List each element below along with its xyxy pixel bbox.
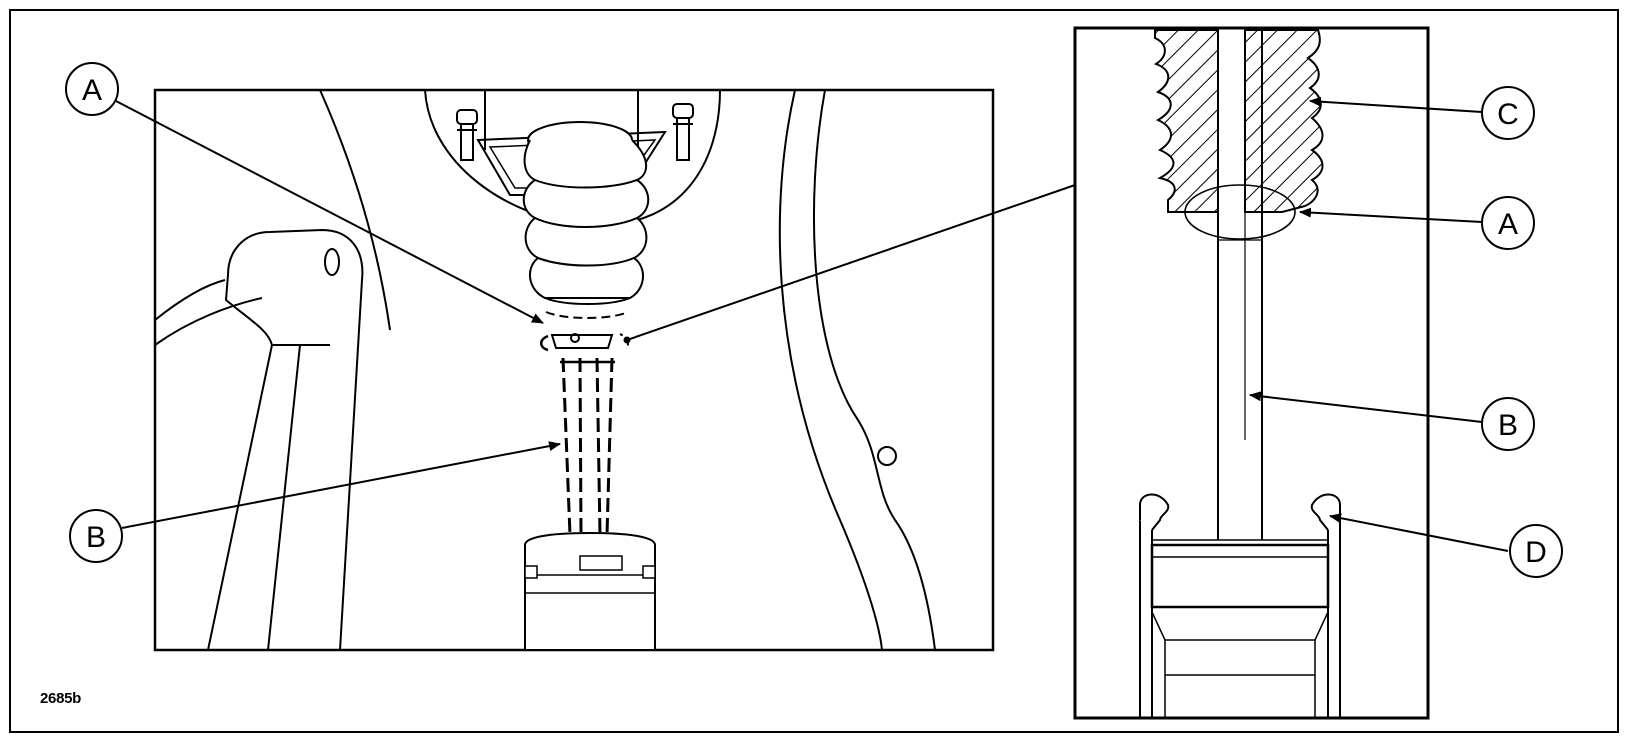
- outer-frame: [9, 9, 1619, 733]
- leader-left-b: [121, 441, 561, 529]
- detail-piston-rod: [1217, 30, 1263, 540]
- figure-id: 2685b: [40, 690, 82, 707]
- leader-detail-link: [626, 184, 1076, 341]
- callout-detail-c-label: C: [1497, 98, 1519, 131]
- cylinder-lip-left: [1139, 493, 1170, 531]
- threaded-mount-left: [1153, 29, 1219, 213]
- piston-rod-dashed: [561, 357, 614, 536]
- mount-stud-right: [672, 103, 694, 161]
- callout-detail-a-label: A: [1498, 208, 1518, 241]
- leader-detail-c: [1309, 96, 1483, 113]
- callout-left-a: A: [65, 62, 119, 116]
- callout-left-a-label: A: [82, 74, 102, 107]
- detail-view: [1073, 26, 1430, 720]
- callout-detail-b-label: B: [1498, 409, 1518, 442]
- left-leaders: [113, 99, 1076, 529]
- detail-frame: [1073, 26, 1430, 720]
- threaded-mount-right: [1244, 29, 1324, 213]
- callout-detail-d: D: [1509, 524, 1563, 578]
- callout-detail-b: B: [1481, 397, 1535, 451]
- rod-top: [550, 334, 614, 349]
- body-panel-line: [812, 89, 936, 651]
- mount-stud-left: [456, 109, 478, 161]
- body-panel-line: [154, 297, 263, 346]
- seal-ring: [1184, 184, 1296, 240]
- bellows-boot: [522, 121, 650, 319]
- callout-detail-c: C: [1481, 86, 1535, 140]
- cylinder-lip-right: [1310, 493, 1341, 531]
- leader-detail-d: [1329, 513, 1509, 552]
- callout-detail-a: A: [1481, 196, 1535, 250]
- callout-left-b-label: B: [86, 521, 106, 554]
- leader-left-a: [113, 99, 544, 324]
- leader-detail-a: [1299, 207, 1483, 223]
- arm-bolt-hole: [324, 248, 340, 276]
- detail-cylinder: [1139, 493, 1341, 718]
- body-panel-line: [778, 89, 883, 651]
- shock-absorber-body: [524, 531, 656, 651]
- body-panel-line: [154, 279, 226, 321]
- callout-left-b: B: [69, 509, 123, 563]
- overview-view: [153, 88, 995, 652]
- detail-leaders: [1249, 96, 1509, 552]
- body-panel-line: [319, 89, 391, 331]
- leader-detail-b: [1249, 391, 1483, 423]
- panel-hole: [877, 446, 897, 466]
- callout-detail-d-label: D: [1525, 536, 1547, 569]
- suspension-arm: [207, 228, 364, 651]
